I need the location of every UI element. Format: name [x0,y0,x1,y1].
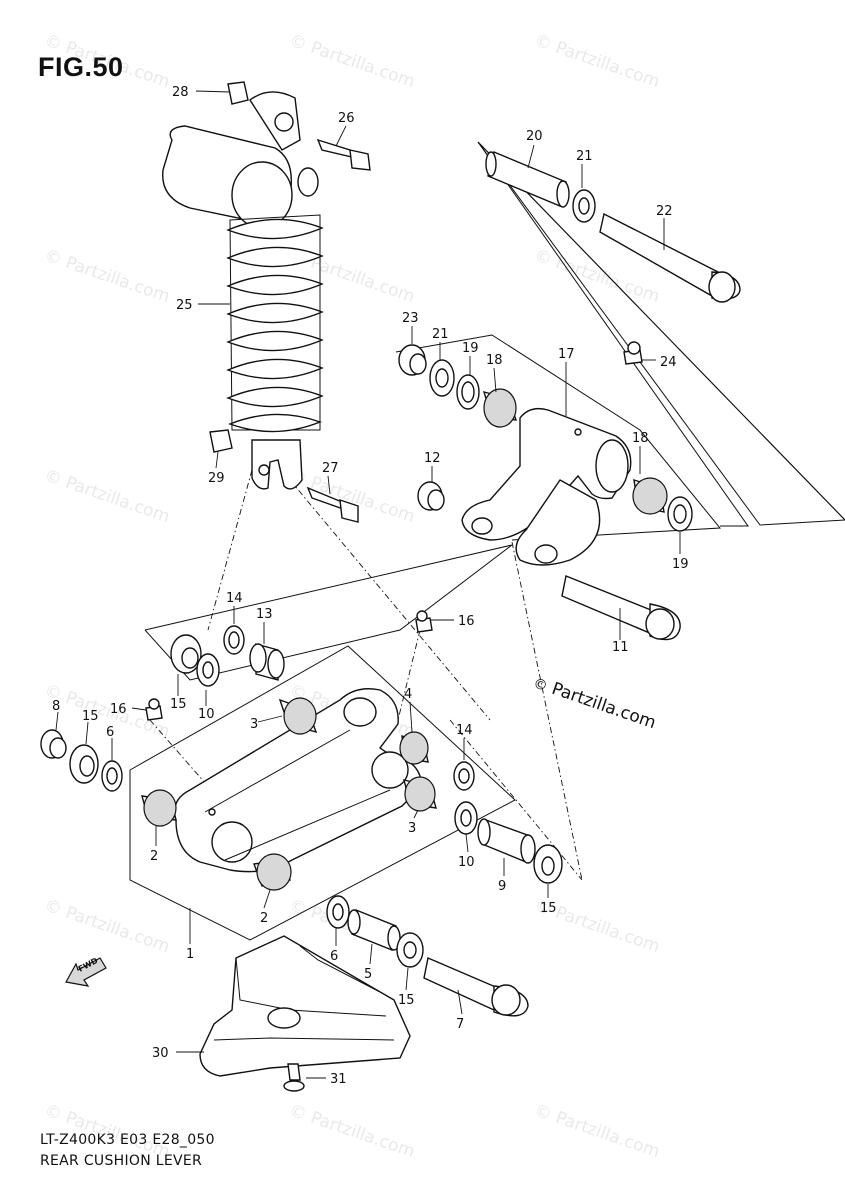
washer-15-lower[interactable] [396,932,424,968]
callout-15: 15 [540,901,557,916]
washer-21-upper[interactable] [572,189,596,223]
callout-27: 27 [322,461,339,476]
washer-21-lower[interactable] [429,359,455,397]
callout-1: 1 [186,947,194,962]
callout-26: 26 [338,111,355,126]
bolt-11[interactable] [561,575,681,641]
sleeve-13[interactable] [249,643,285,681]
callout-15: 15 [82,709,99,724]
bearing-18-upper[interactable] [482,388,518,428]
seal-19-lower[interactable] [667,496,693,532]
seal-10-upper[interactable] [196,653,220,687]
cushion-lever-1[interactable] [173,688,423,873]
callout-labels: 28 26 25 29 27 20 21 22 24 23 21 19 18 1… [52,85,689,1087]
bearing-3-lower[interactable] [403,776,437,812]
seal-14-lower[interactable] [453,761,475,791]
callout-4: 4 [404,687,412,702]
callout-16: 16 [458,614,475,629]
callout-15: 15 [170,697,187,712]
callout-14: 14 [456,723,473,738]
callout-24: 24 [660,355,677,370]
bolt-26[interactable] [316,138,371,171]
rear-shock-absorber[interactable] [162,91,324,490]
bolt-22[interactable] [599,212,741,303]
forward-arrow-icon: FWD [65,956,107,987]
callout-7: 7 [456,1017,464,1032]
washer-15-left[interactable] [69,744,99,784]
callout-5: 5 [364,967,372,982]
collar-23[interactable] [398,344,427,376]
sleeve-9[interactable] [477,818,536,864]
callout-18: 18 [486,353,503,368]
callout-3: 3 [250,717,258,732]
callout-17: 17 [558,347,575,362]
grease-nipple-16-left[interactable] [145,698,163,721]
callout-19: 19 [672,557,689,572]
callout-8: 8 [52,699,60,714]
figure-title: FIG.50 [38,52,124,82]
washer-15-right[interactable] [533,844,563,884]
callout-14: 14 [226,591,243,606]
callout-13: 13 [256,607,273,622]
seal-6-lower[interactable] [326,895,350,929]
cushion-lever-outline [129,645,516,941]
callout-20: 20 [526,129,543,144]
callout-30: 30 [152,1046,169,1061]
nut-29[interactable] [209,429,233,453]
bearing-3-upper[interactable] [278,697,318,735]
sleeve-20[interactable] [485,151,570,208]
seal-6-left[interactable] [101,760,123,792]
pivot-bolt-group-outline [477,141,749,527]
callout-9: 9 [498,879,506,894]
callout-25: 25 [176,298,193,313]
callout-12: 12 [424,451,441,466]
bearing-4[interactable] [399,731,429,765]
callout-28: 28 [172,85,189,100]
seal-10-lower[interactable] [454,801,478,835]
callout-10: 10 [458,855,475,870]
collar-12[interactable] [417,481,445,511]
callout-6: 6 [330,949,338,964]
callout-2: 2 [260,911,268,926]
callout-16: 16 [110,702,127,717]
callout-11: 11 [612,640,629,655]
seal-14-upper[interactable] [223,625,245,655]
bearing-2-lower[interactable] [253,853,292,891]
callout-21: 21 [576,149,593,164]
bolt-7[interactable] [423,957,529,1017]
callout-15: 15 [398,993,415,1008]
figure-name: REAR CUSHION LEVER [40,1153,203,1169]
bearing-2-left[interactable] [141,789,177,827]
bracket-30[interactable] [199,935,411,1077]
callout-2: 2 [150,849,158,864]
shock-spring [226,218,324,433]
grease-nipple-24[interactable] [623,341,643,365]
bolt-31[interactable] [283,1063,305,1092]
collar-8[interactable] [40,729,67,759]
callout-22: 22 [656,204,673,219]
callout-3: 3 [408,821,416,836]
leader-lines [55,90,681,1079]
sleeve-5[interactable] [347,909,401,951]
washer-15-upper[interactable] [170,634,202,674]
grease-nipple-16-upper[interactable] [415,610,433,633]
bearing-18-lower[interactable] [632,477,668,515]
callout-31: 31 [330,1072,347,1087]
callout-18: 18 [632,431,649,446]
callout-19: 19 [462,341,479,356]
callout-6: 6 [106,725,114,740]
callout-23: 23 [402,311,419,326]
nut-28[interactable] [227,81,249,105]
lever-arm-17[interactable] [461,407,632,566]
callout-21: 21 [432,327,449,342]
figure-code: LT-Z400K3 E03 E28_050 [40,1132,215,1148]
lever-group-outline [395,334,722,541]
callout-10: 10 [198,707,215,722]
bolt-27[interactable] [306,486,359,523]
callout-29: 29 [208,471,225,486]
seal-19-upper[interactable] [456,374,480,410]
